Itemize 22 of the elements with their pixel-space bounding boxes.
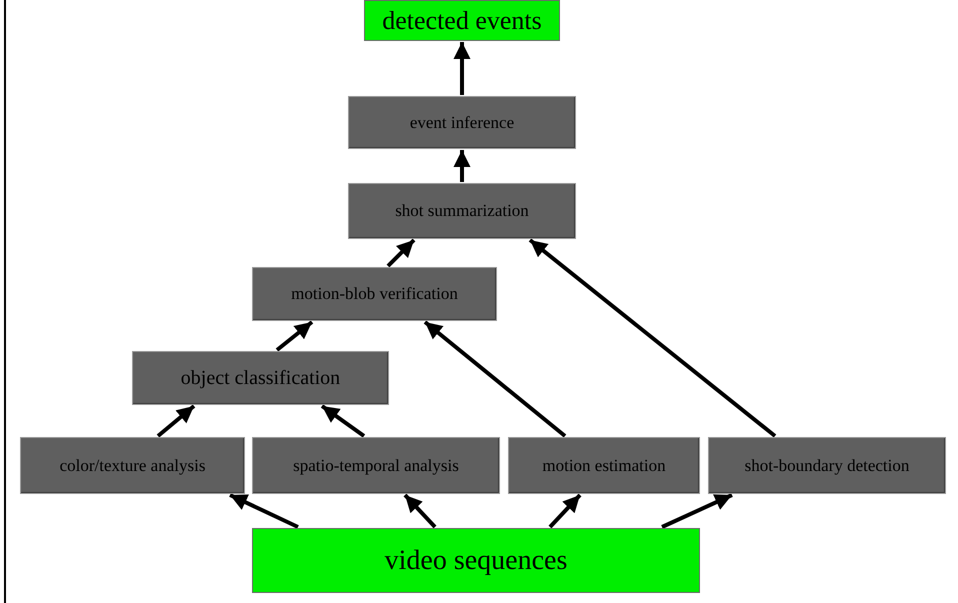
arrow	[528, 238, 776, 438]
arrow	[156, 404, 196, 438]
arrow	[276, 320, 314, 352]
terminal-box: detected events	[364, 0, 560, 41]
process-box: color/texture analysis	[20, 437, 245, 494]
process-box: shot-boundary detection	[708, 437, 946, 494]
process-box: spatio-temporal analysis	[252, 437, 500, 494]
process-box: shot summarization	[348, 183, 576, 239]
arrow	[386, 238, 416, 268]
process-box: motion estimation	[508, 437, 700, 494]
process-box: event inference	[348, 96, 576, 149]
arrow	[548, 494, 582, 528]
process-box: object classification	[132, 351, 389, 405]
arrow	[661, 493, 733, 529]
process-box: motion-blob verification	[252, 267, 497, 321]
arrow	[404, 494, 436, 528]
terminal-box: video sequences	[252, 528, 700, 593]
arrow	[320, 404, 366, 438]
arrow	[454, 150, 470, 182]
arrow	[454, 42, 470, 95]
arrow	[229, 493, 299, 529]
arrow	[424, 320, 566, 438]
